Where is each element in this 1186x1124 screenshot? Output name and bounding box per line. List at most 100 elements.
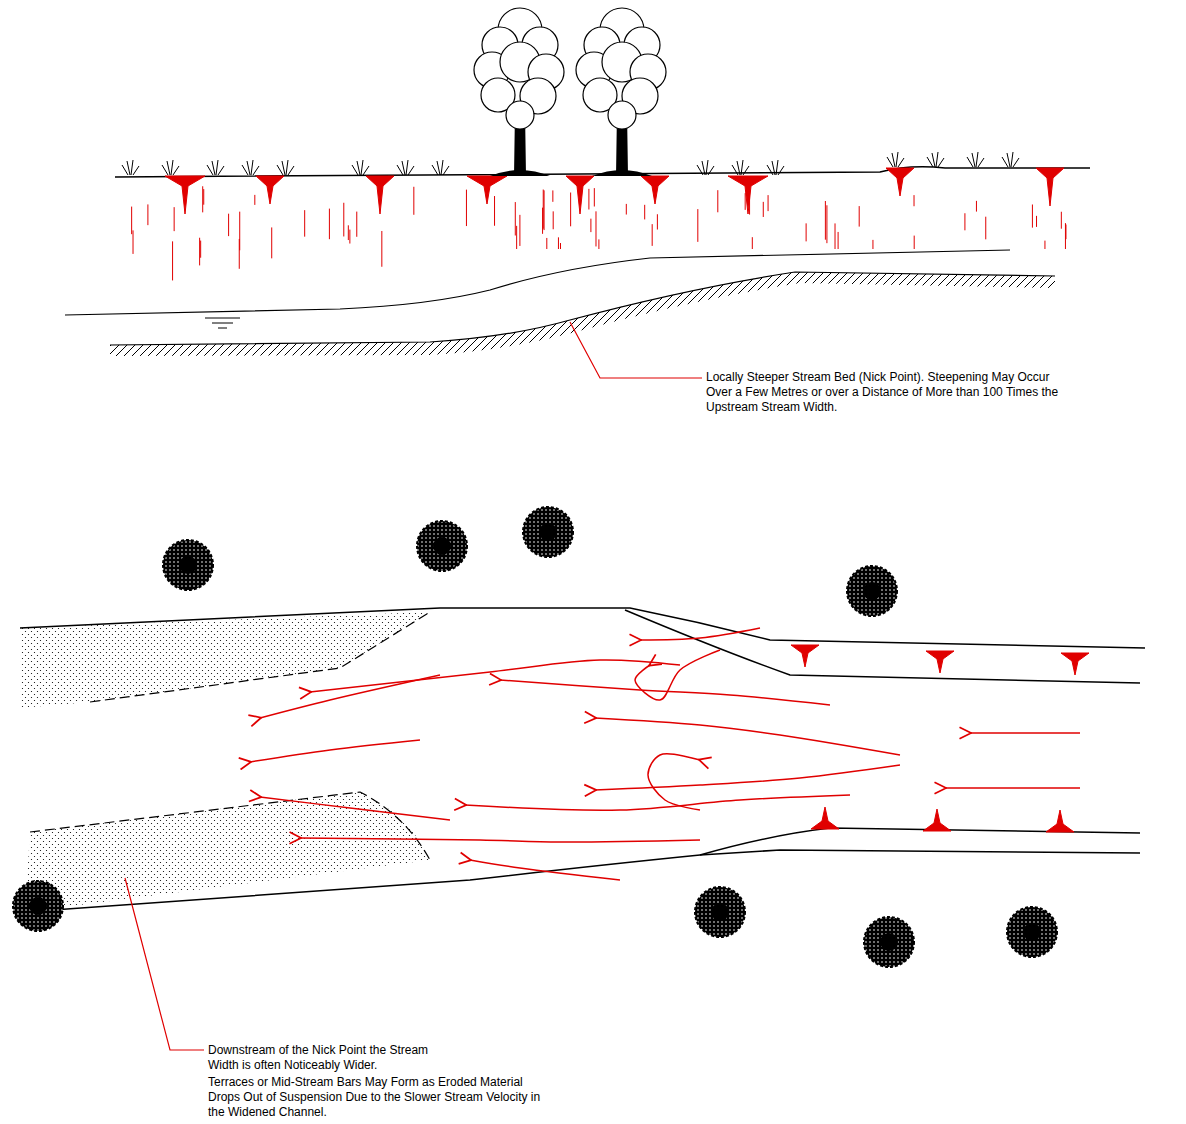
crack-line xyxy=(697,209,698,242)
crack-line xyxy=(546,238,547,249)
crack-line xyxy=(381,231,382,267)
crack-line xyxy=(1065,225,1066,240)
stream-bed xyxy=(110,272,1055,345)
crack-line xyxy=(1044,241,1045,249)
crack-line xyxy=(570,193,571,227)
crack-line xyxy=(304,210,305,237)
grass-tuft xyxy=(277,160,294,175)
crack-line xyxy=(590,219,591,232)
crack-line xyxy=(652,224,653,246)
crack-line xyxy=(544,190,545,230)
crack-line xyxy=(343,203,344,237)
crack-line xyxy=(964,213,965,230)
bush xyxy=(523,507,573,557)
leader-line xyxy=(570,322,702,378)
crack-line xyxy=(516,226,517,249)
crack-line xyxy=(914,236,915,249)
grass-tuft xyxy=(352,160,369,175)
flow-arrow xyxy=(970,732,1080,734)
crack-line xyxy=(768,195,769,211)
flow-arrow xyxy=(500,680,830,705)
bush xyxy=(417,521,467,571)
bush xyxy=(163,540,213,590)
crack-line xyxy=(133,230,134,254)
crack-line xyxy=(560,243,561,249)
flow-arrow xyxy=(260,675,440,718)
erosion-mark xyxy=(1061,653,1089,675)
water-level-symbol xyxy=(205,318,240,328)
grass-tuft xyxy=(122,160,139,175)
crack-symbol xyxy=(641,176,669,204)
crack-symbol xyxy=(256,176,284,204)
flow-arrow xyxy=(465,795,850,810)
grass-tuft xyxy=(927,152,944,167)
crack-line xyxy=(806,223,807,241)
crack-line xyxy=(763,202,764,217)
crack-line xyxy=(644,205,645,220)
crack-line xyxy=(826,205,827,243)
bank-line xyxy=(625,610,1140,683)
crack-line xyxy=(1065,223,1066,249)
flow-arrows xyxy=(250,628,1080,880)
bush xyxy=(864,917,914,967)
crack-line xyxy=(717,190,718,212)
flow-arrow xyxy=(648,754,700,810)
stream-plan xyxy=(13,507,1145,1050)
flow-arrow xyxy=(640,628,760,640)
crack-line xyxy=(859,206,860,227)
crack-line xyxy=(752,237,753,249)
crack-line xyxy=(519,215,520,246)
crack-symbol xyxy=(366,176,394,214)
crack-symbol xyxy=(467,176,507,204)
crack-line xyxy=(329,209,330,240)
crack-line xyxy=(838,232,839,249)
crack-symbol xyxy=(1036,168,1064,206)
grass-tuft xyxy=(162,160,179,175)
grass-tuft xyxy=(1002,152,1019,167)
grass-tuft xyxy=(207,160,224,175)
crack-line xyxy=(626,204,627,215)
crack-line xyxy=(494,196,495,226)
stream-profile xyxy=(65,8,1090,378)
crack-line xyxy=(657,214,658,229)
erosion-mark xyxy=(791,645,819,667)
crack-line xyxy=(835,223,836,249)
erosion-mark xyxy=(923,809,951,831)
bushes xyxy=(13,507,1057,967)
crack-line xyxy=(254,195,255,205)
crack-line xyxy=(1036,216,1037,227)
callout-note: Terraces or Mid-Stream Bars May Form as … xyxy=(206,1075,550,1120)
flow-arrow xyxy=(300,838,700,842)
grass-tuft xyxy=(432,160,449,175)
crack-line xyxy=(413,187,414,215)
bank-line xyxy=(25,850,1140,912)
grass-tuft xyxy=(242,160,259,175)
crack-line xyxy=(1061,212,1062,229)
grass-tuft xyxy=(887,152,904,167)
bush xyxy=(1007,907,1057,957)
crack-line xyxy=(228,214,229,236)
flow-arrow xyxy=(470,860,620,880)
flow-arrow xyxy=(250,740,420,762)
crack-line xyxy=(147,204,148,225)
crack-line xyxy=(558,237,559,249)
crack-line xyxy=(976,201,977,212)
crack-line xyxy=(349,230,350,244)
crack-line xyxy=(202,186,203,212)
crack-line xyxy=(543,190,544,229)
crack-line xyxy=(271,227,272,258)
flow-arrow xyxy=(260,797,450,820)
crack-line xyxy=(174,207,175,231)
flow-arrow xyxy=(635,650,720,700)
crack-line xyxy=(200,241,201,258)
bush xyxy=(847,566,897,616)
tree xyxy=(474,8,564,176)
crack-line xyxy=(131,207,132,235)
erosion-mark xyxy=(811,807,839,829)
crack-line xyxy=(356,212,357,237)
crack-line xyxy=(595,211,596,246)
erosion-cracks xyxy=(132,168,1066,280)
flow-arrow xyxy=(310,660,680,692)
crack-line xyxy=(552,190,553,201)
